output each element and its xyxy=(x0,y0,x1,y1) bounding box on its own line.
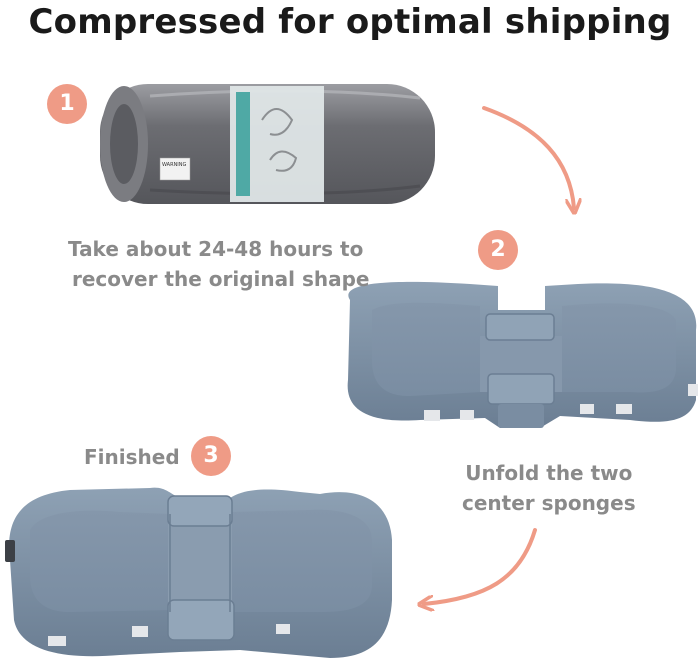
step-1-badge: 1 xyxy=(47,84,87,124)
unfolding-bed xyxy=(347,281,698,428)
recovery-caption: Take about 24-48 hours to recover the or… xyxy=(68,234,369,294)
step-2-badge: 2 xyxy=(478,230,518,270)
unfold-caption-line-2: center sponges xyxy=(462,491,636,515)
unfold-caption-line-1: Unfold the two xyxy=(465,461,633,485)
compressed-roll: WARNING xyxy=(100,84,435,204)
finished-bed xyxy=(5,487,393,658)
unfold-caption: Unfold the two center sponges xyxy=(462,458,636,518)
recovery-caption-line-2: recover the original shape xyxy=(72,267,370,291)
finished-label: Finished xyxy=(84,445,180,469)
arrow-to-step-2 xyxy=(482,106,574,208)
arrow-to-step-3 xyxy=(424,528,537,604)
page-title: Compressed for optimal shipping xyxy=(28,2,672,42)
recovery-caption-line-1: Take about 24-48 hours to xyxy=(68,237,364,261)
product-label-text: WARNING xyxy=(162,162,187,168)
step-3-badge: 3 xyxy=(191,436,231,476)
